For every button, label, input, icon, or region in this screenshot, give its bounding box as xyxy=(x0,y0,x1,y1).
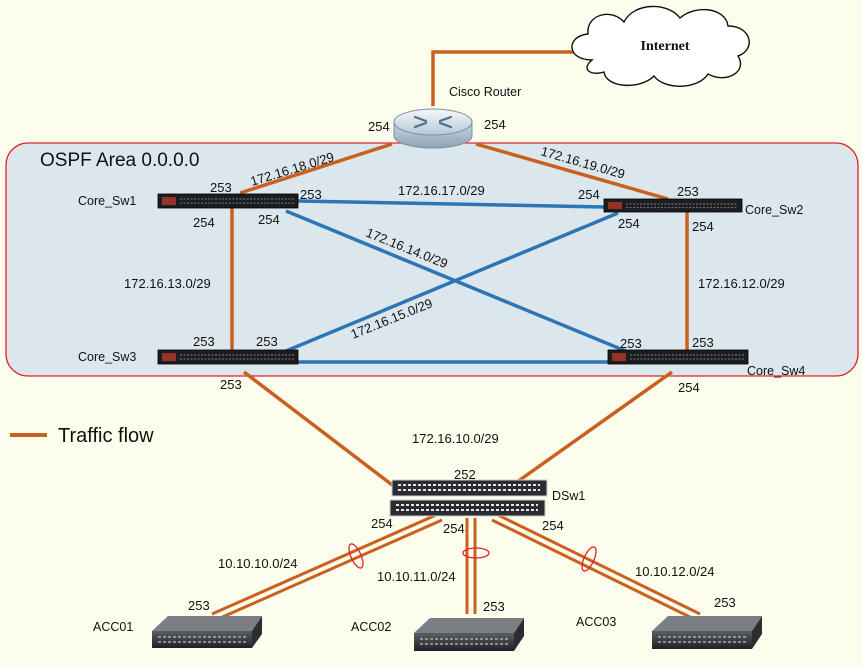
net-sw2-sw4: 172.16.12.0/29 xyxy=(698,276,785,291)
net-sw1-sw3: 172.16.13.0/29 xyxy=(124,276,211,291)
acc01-label: ACC01 xyxy=(93,620,133,634)
core-sw3-icon xyxy=(157,349,299,365)
acc01-icon xyxy=(152,616,262,648)
link-sw4-dsw1 xyxy=(515,370,674,484)
internet-label: Internet xyxy=(641,39,690,54)
host-dsw-top: 252 xyxy=(454,467,476,482)
core-sw2-label: Core_Sw2 xyxy=(745,203,803,217)
link-router-sw2 xyxy=(475,142,669,201)
internet-cloud-icon: Internet xyxy=(571,5,750,87)
host-sw2-bottom-left: 254 xyxy=(618,216,640,231)
cisco-router-icon xyxy=(393,108,473,149)
link-dsw1-acc01-a xyxy=(211,513,437,616)
host-sw1-left-bottom: 254 xyxy=(193,215,215,230)
etherchannel-acc02 xyxy=(462,547,490,559)
link-dsw1-acc03-a xyxy=(497,513,701,616)
dsw1-icon xyxy=(389,479,548,517)
router-label: Cisco Router xyxy=(449,85,521,99)
net-sw1-sw2: 172.16.17.0/29 xyxy=(398,183,485,198)
host-sw1-right-bottom: 254 xyxy=(258,212,280,227)
host-acc03: 253 xyxy=(714,595,736,610)
acc03-icon xyxy=(652,616,762,649)
link-sw3-sw2 xyxy=(285,211,619,353)
core-sw2-icon xyxy=(603,198,743,213)
host-router-left: 254 xyxy=(368,119,390,134)
host-sw4-bottom: 254 xyxy=(678,380,700,395)
net-acc01: 10.10.10.0/24 xyxy=(218,556,298,571)
host-acc01: 253 xyxy=(188,598,210,613)
host-dsw-acc03: 254 xyxy=(542,518,564,533)
link-dsw1-acc01-b xyxy=(217,518,443,621)
core-sw3-label: Core_Sw3 xyxy=(78,350,136,364)
net-acc02: 10.10.11.0/24 xyxy=(377,569,456,584)
core-sw1-label: Core_Sw1 xyxy=(78,194,136,208)
dsw1-label: DSw1 xyxy=(552,489,585,503)
host-router-right: 254 xyxy=(484,117,506,132)
link-dsw1-acc03-b xyxy=(491,518,695,621)
ospf-area-label: OSPF Area 0.0.0.0 xyxy=(40,150,199,171)
host-sw3-right: 253 xyxy=(256,334,278,349)
acc02-label: ACC02 xyxy=(351,620,391,634)
host-sw2-left: 254 xyxy=(578,187,600,202)
legend-label: Traffic flow xyxy=(58,425,154,447)
host-dsw-acc02: 254 xyxy=(443,521,465,536)
core-sw4-icon xyxy=(607,349,749,365)
host-acc02: 253 xyxy=(483,599,505,614)
core-sw1-icon xyxy=(157,193,299,209)
core-sw4-label: Core_Sw4 xyxy=(747,364,805,378)
link-router-sw1 xyxy=(239,142,393,195)
etherchannel-acc01 xyxy=(348,543,364,569)
host-sw1-right: 253 xyxy=(300,187,322,202)
host-sw4-left: 253 xyxy=(620,336,642,351)
net-core-dsw1: 172.16.10.0/29 xyxy=(412,431,499,446)
etherchannel-acc03 xyxy=(581,546,597,572)
internet-uplink xyxy=(431,50,577,106)
net-acc03: 10.10.12.0/24 xyxy=(635,564,715,579)
acc03-label: ACC03 xyxy=(576,615,616,629)
link-sw3-dsw1 xyxy=(242,370,406,496)
host-sw4-right: 253 xyxy=(692,335,714,350)
host-sw2-bottom-right: 254 xyxy=(692,219,714,234)
host-sw3-left: 253 xyxy=(193,334,215,349)
host-sw2-top: 253 xyxy=(677,184,699,199)
host-sw3-bottom: 253 xyxy=(220,377,242,392)
host-dsw-acc01: 254 xyxy=(371,516,393,531)
link-sw1-sw2 xyxy=(297,199,605,209)
acc02-icon xyxy=(414,618,524,651)
host-sw1-top: 253 xyxy=(210,180,232,195)
